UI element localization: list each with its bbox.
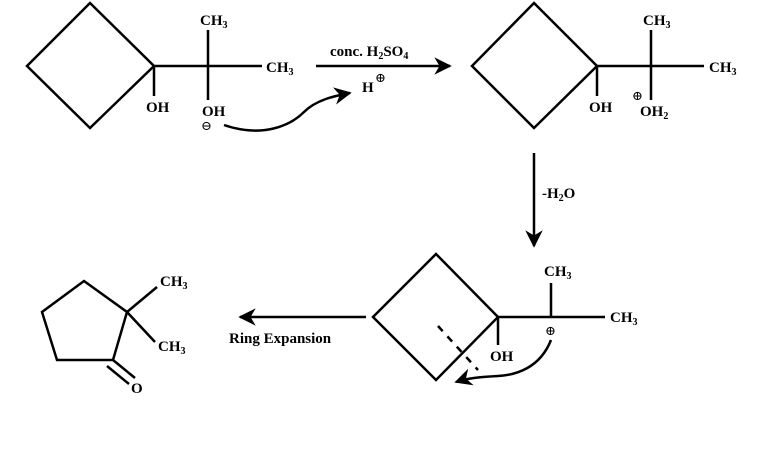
product-cyclopentane-ring — [40, 279, 129, 362]
carbocation-plus-sign: ⊕ — [545, 323, 556, 338]
migrating-bond-dash — [437, 325, 479, 371]
protonated-top-ch3: CH3 — [643, 13, 671, 31]
step1-plus-sign: ⊕ — [375, 70, 386, 85]
step2-label: -H2O — [542, 186, 575, 204]
step1-proton: H — [362, 80, 374, 96]
carbocation-cyclobutane-ring — [371, 252, 500, 382]
step3-label: Ring Expansion — [229, 331, 332, 347]
protonated-oh2: OH2 — [640, 104, 668, 122]
carbocation-top-ch3: CH3 — [544, 264, 572, 282]
carbocation-ring-oh: OH — [490, 349, 514, 365]
reactant-cyclobutane-ring — [25, 1, 156, 130]
protonated-skeleton — [470, 1, 704, 130]
step1-reagent: conc. H2SO4 — [330, 44, 408, 62]
protonated-ring-oh: OH — [589, 100, 613, 116]
reactant-minus-sign: ⊖ — [201, 118, 212, 133]
product-bottom-ch3: CH3 — [158, 339, 186, 357]
product-top-ch3: CH3 — [160, 274, 188, 292]
reactant-ring-oh: OH — [146, 100, 170, 116]
carbocation-skeleton — [371, 252, 605, 382]
proton-curved-arrow — [223, 87, 352, 132]
reactant-top-ch3: CH3 — [200, 13, 228, 31]
protonated-right-ch3: CH3 — [709, 60, 737, 78]
migration-curved-arrow — [454, 339, 553, 386]
product-carbonyl-o: O — [131, 381, 143, 397]
reactant-side-oh: OH — [202, 104, 226, 120]
reactant-right-ch3: CH3 — [266, 60, 294, 78]
protonated-plus-sign: ⊕ — [632, 88, 643, 103]
reactant-skeleton — [25, 1, 262, 130]
protonated-cyclobutane-ring — [470, 1, 599, 130]
product-skeleton — [40, 279, 158, 385]
carbocation-right-ch3: CH3 — [610, 310, 638, 328]
